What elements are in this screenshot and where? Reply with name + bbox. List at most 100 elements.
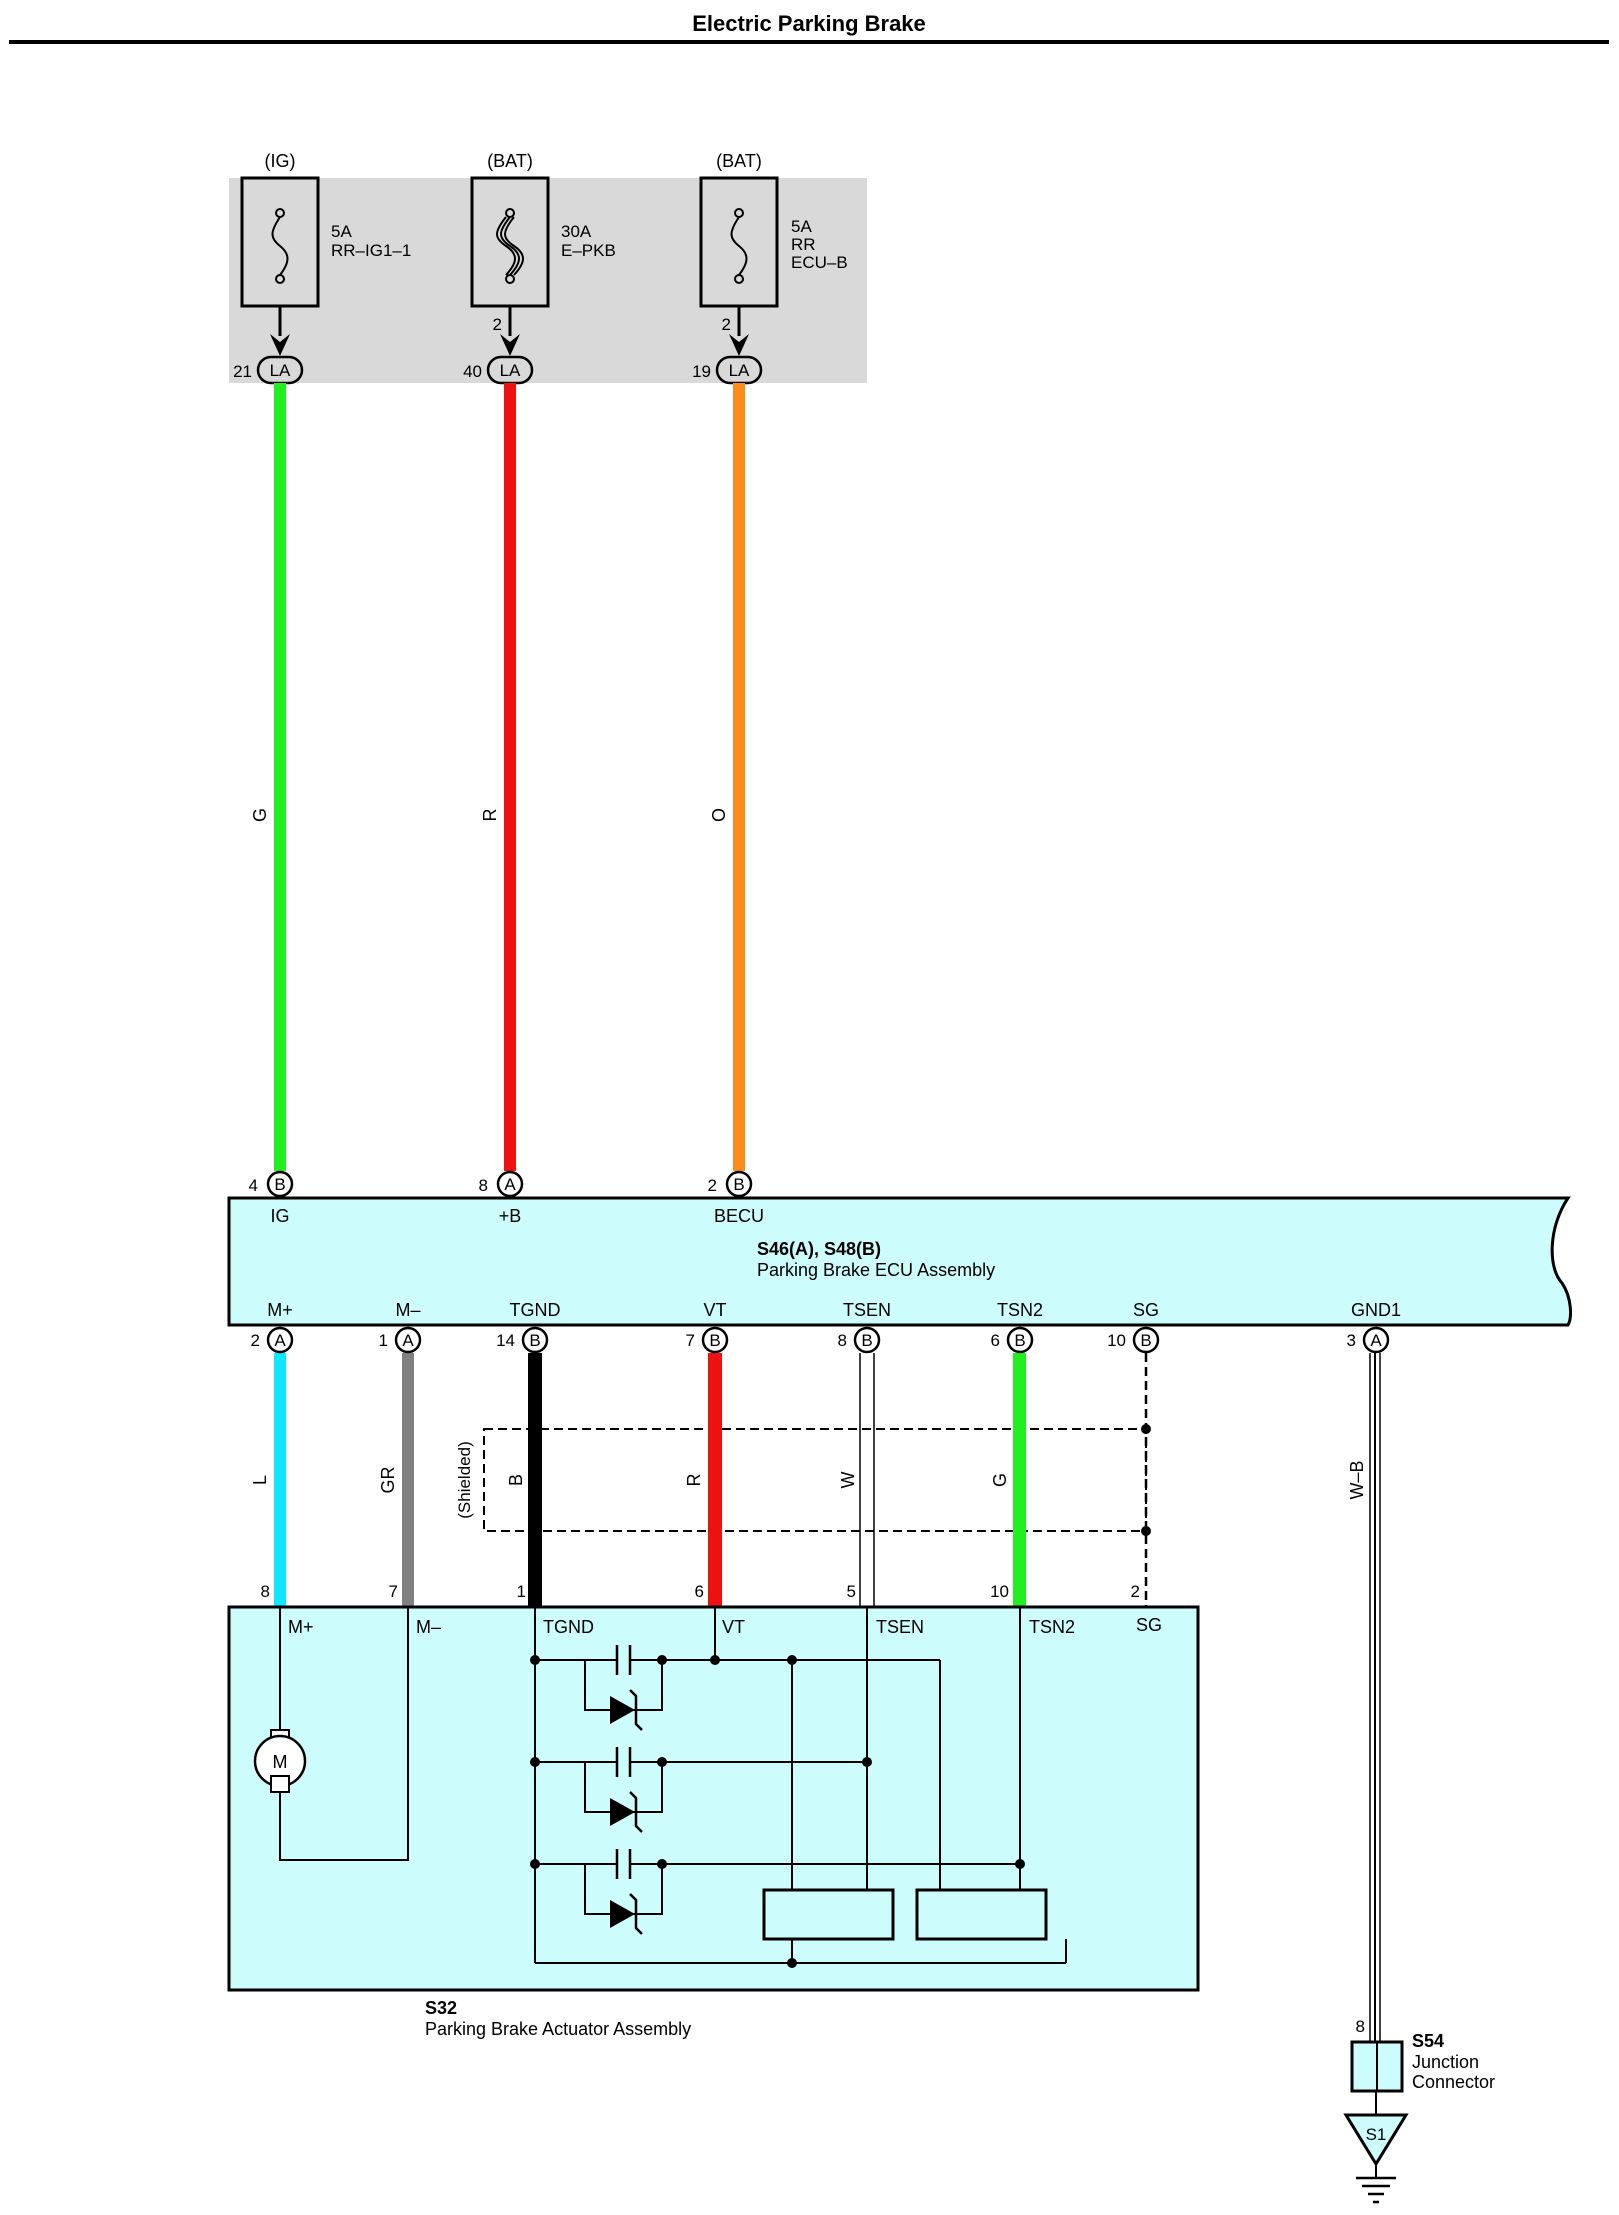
junction-code: S54: [1412, 2031, 1444, 2051]
zener-diode-icon: [610, 1900, 635, 1928]
junction-name-line1: Junction: [1412, 2052, 1479, 2072]
ecu-pin-sg: SG 10 B: [1107, 1300, 1160, 1354]
ecu-pin-gnd1: GND1 3 A: [1347, 1300, 1401, 1354]
connector-code: B: [274, 1175, 285, 1194]
connector-code: B: [709, 1331, 720, 1350]
fuse-rr-ecu-b: (BAT) 5A RR ECU–B 2 LA 19: [692, 151, 848, 385]
wire-color-label: R: [480, 809, 500, 822]
terminal-label: VT: [703, 1300, 726, 1320]
wire-g-ig: [274, 383, 286, 1171]
actuator-terminal-label: TSN2: [1029, 1617, 1075, 1637]
junction-dot: [530, 1757, 540, 1767]
sensor-stage-1: [530, 1645, 667, 1731]
connector-arrow-icon: [270, 334, 290, 356]
pin-number: 19: [692, 362, 711, 381]
connector-circle: [701, 1326, 729, 1354]
ecu-pin-tsn2: TSN2 6 B: [991, 1300, 1043, 1354]
motor-circuit: M: [253, 1607, 409, 1861]
pin-number: 8: [261, 1582, 270, 1601]
wire-r-plus-b: [504, 383, 516, 1171]
terminal-label: +B: [499, 1206, 522, 1226]
wire-color-label: G: [250, 808, 270, 822]
connector-circle: [496, 1170, 524, 1198]
junction-dot: [862, 1757, 872, 1767]
actuator-name: Parking Brake Actuator Assembly: [425, 2019, 691, 2039]
connector-circle: [853, 1326, 881, 1354]
connector-code: B: [733, 1175, 744, 1194]
pin-number: 8: [479, 1176, 488, 1195]
pin-number: 7: [686, 1331, 695, 1350]
wire-color-label: W: [838, 1472, 858, 1489]
junction-dot: [657, 1655, 667, 1665]
wire-l-m-plus: [274, 1353, 286, 1607]
junction-connector-s54: 8 S54 Junction Connector: [1350, 2017, 1495, 2093]
actuator-terminal-label: SG: [1136, 1615, 1162, 1635]
junction-dot: [710, 1655, 720, 1665]
pin-number: 1: [379, 1331, 388, 1350]
junction-dot: [530, 1859, 540, 1869]
wire-color-label: G: [990, 1473, 1010, 1487]
shielded-label: (Shielded): [455, 1441, 474, 1519]
connector-code: A: [1370, 1331, 1382, 1350]
wire-color-label: W–B: [1347, 1460, 1367, 1499]
sensor-stage-3: [530, 1849, 667, 1935]
connector-circle: [1362, 1326, 1390, 1354]
fuse-rr-ig1-1: (IG) 5A RR–IG1–1 LA 21: [233, 151, 411, 385]
fuse-element: [500, 216, 520, 276]
fuse-element: [730, 216, 748, 276]
ecu-pin-ig: 4 B IG: [249, 1170, 294, 1226]
ecu-pin-vt: VT 7 B: [686, 1300, 729, 1354]
junction-dot: [530, 1655, 540, 1665]
ecu-pin-plus-b: 8 A +B: [479, 1170, 524, 1226]
fuse-source-label: (BAT): [487, 151, 533, 171]
pin-number: 2: [251, 1331, 260, 1350]
fuse-name-line2: ECU–B: [791, 253, 848, 272]
fuse-source-label: (BAT): [716, 151, 762, 171]
wire-w-tsen: [859, 1353, 875, 1607]
junction-dot: [657, 1757, 667, 1767]
connector-code: A: [402, 1331, 414, 1350]
connector-code: B: [1140, 1331, 1151, 1350]
sensor-block-2: [915, 1888, 1048, 1941]
terminal-label: BECU: [714, 1206, 764, 1226]
connector-circle: [266, 1326, 294, 1354]
upper-pin-number: 2: [493, 315, 502, 334]
connector-circle: [1006, 1326, 1034, 1354]
pin-number: 10: [1107, 1331, 1126, 1350]
terminal-label: TGND: [510, 1300, 561, 1320]
fuse-element: [496, 216, 516, 276]
connector-code: B: [861, 1331, 872, 1350]
connector-code: LA: [270, 361, 291, 380]
ecu-code: S46(A), S48(B): [757, 1239, 881, 1259]
ecu-pin-m-minus: M– 1 A: [379, 1300, 422, 1354]
pin-number: 2: [708, 1176, 717, 1195]
motor-label: M: [273, 1752, 288, 1772]
junction-dot: [1015, 1859, 1025, 1869]
ground-triangle-icon: [1343, 2113, 1409, 2167]
terminal-label: IG: [270, 1206, 289, 1226]
shield-box: [483, 1428, 1147, 1532]
fuse-rating: 30A: [561, 222, 592, 241]
zener-diode-icon: [610, 1798, 635, 1826]
terminal-label: M–: [395, 1300, 420, 1320]
actuator-code: S32: [425, 1998, 457, 2018]
fuse-source-label: (IG): [265, 151, 296, 171]
ground-label: S1: [1366, 2125, 1387, 2144]
motor-brush-bottom: [270, 1775, 290, 1793]
junction-dot: [787, 1655, 797, 1665]
fuse-e-pkb: (BAT) 30A E–PKB 2 LA 40: [463, 151, 616, 385]
connector-circle: [394, 1326, 422, 1354]
terminal-label: M+: [267, 1300, 293, 1320]
pin-number: 4: [249, 1176, 258, 1195]
connector-code: B: [1014, 1331, 1025, 1350]
connector-code: LA: [500, 361, 521, 380]
actuator-terminal-label: TSEN: [876, 1617, 924, 1637]
pin-number: 10: [990, 1582, 1009, 1601]
connector-arrow-icon: [500, 334, 520, 356]
motor-return-lead: [279, 1607, 409, 1861]
page-title: Electric Parking Brake: [692, 11, 926, 36]
ecu-assembly: [227, 1196, 1572, 1327]
wire-color-label: GR: [378, 1466, 398, 1493]
actuator-terminal-label: M–: [416, 1617, 441, 1637]
